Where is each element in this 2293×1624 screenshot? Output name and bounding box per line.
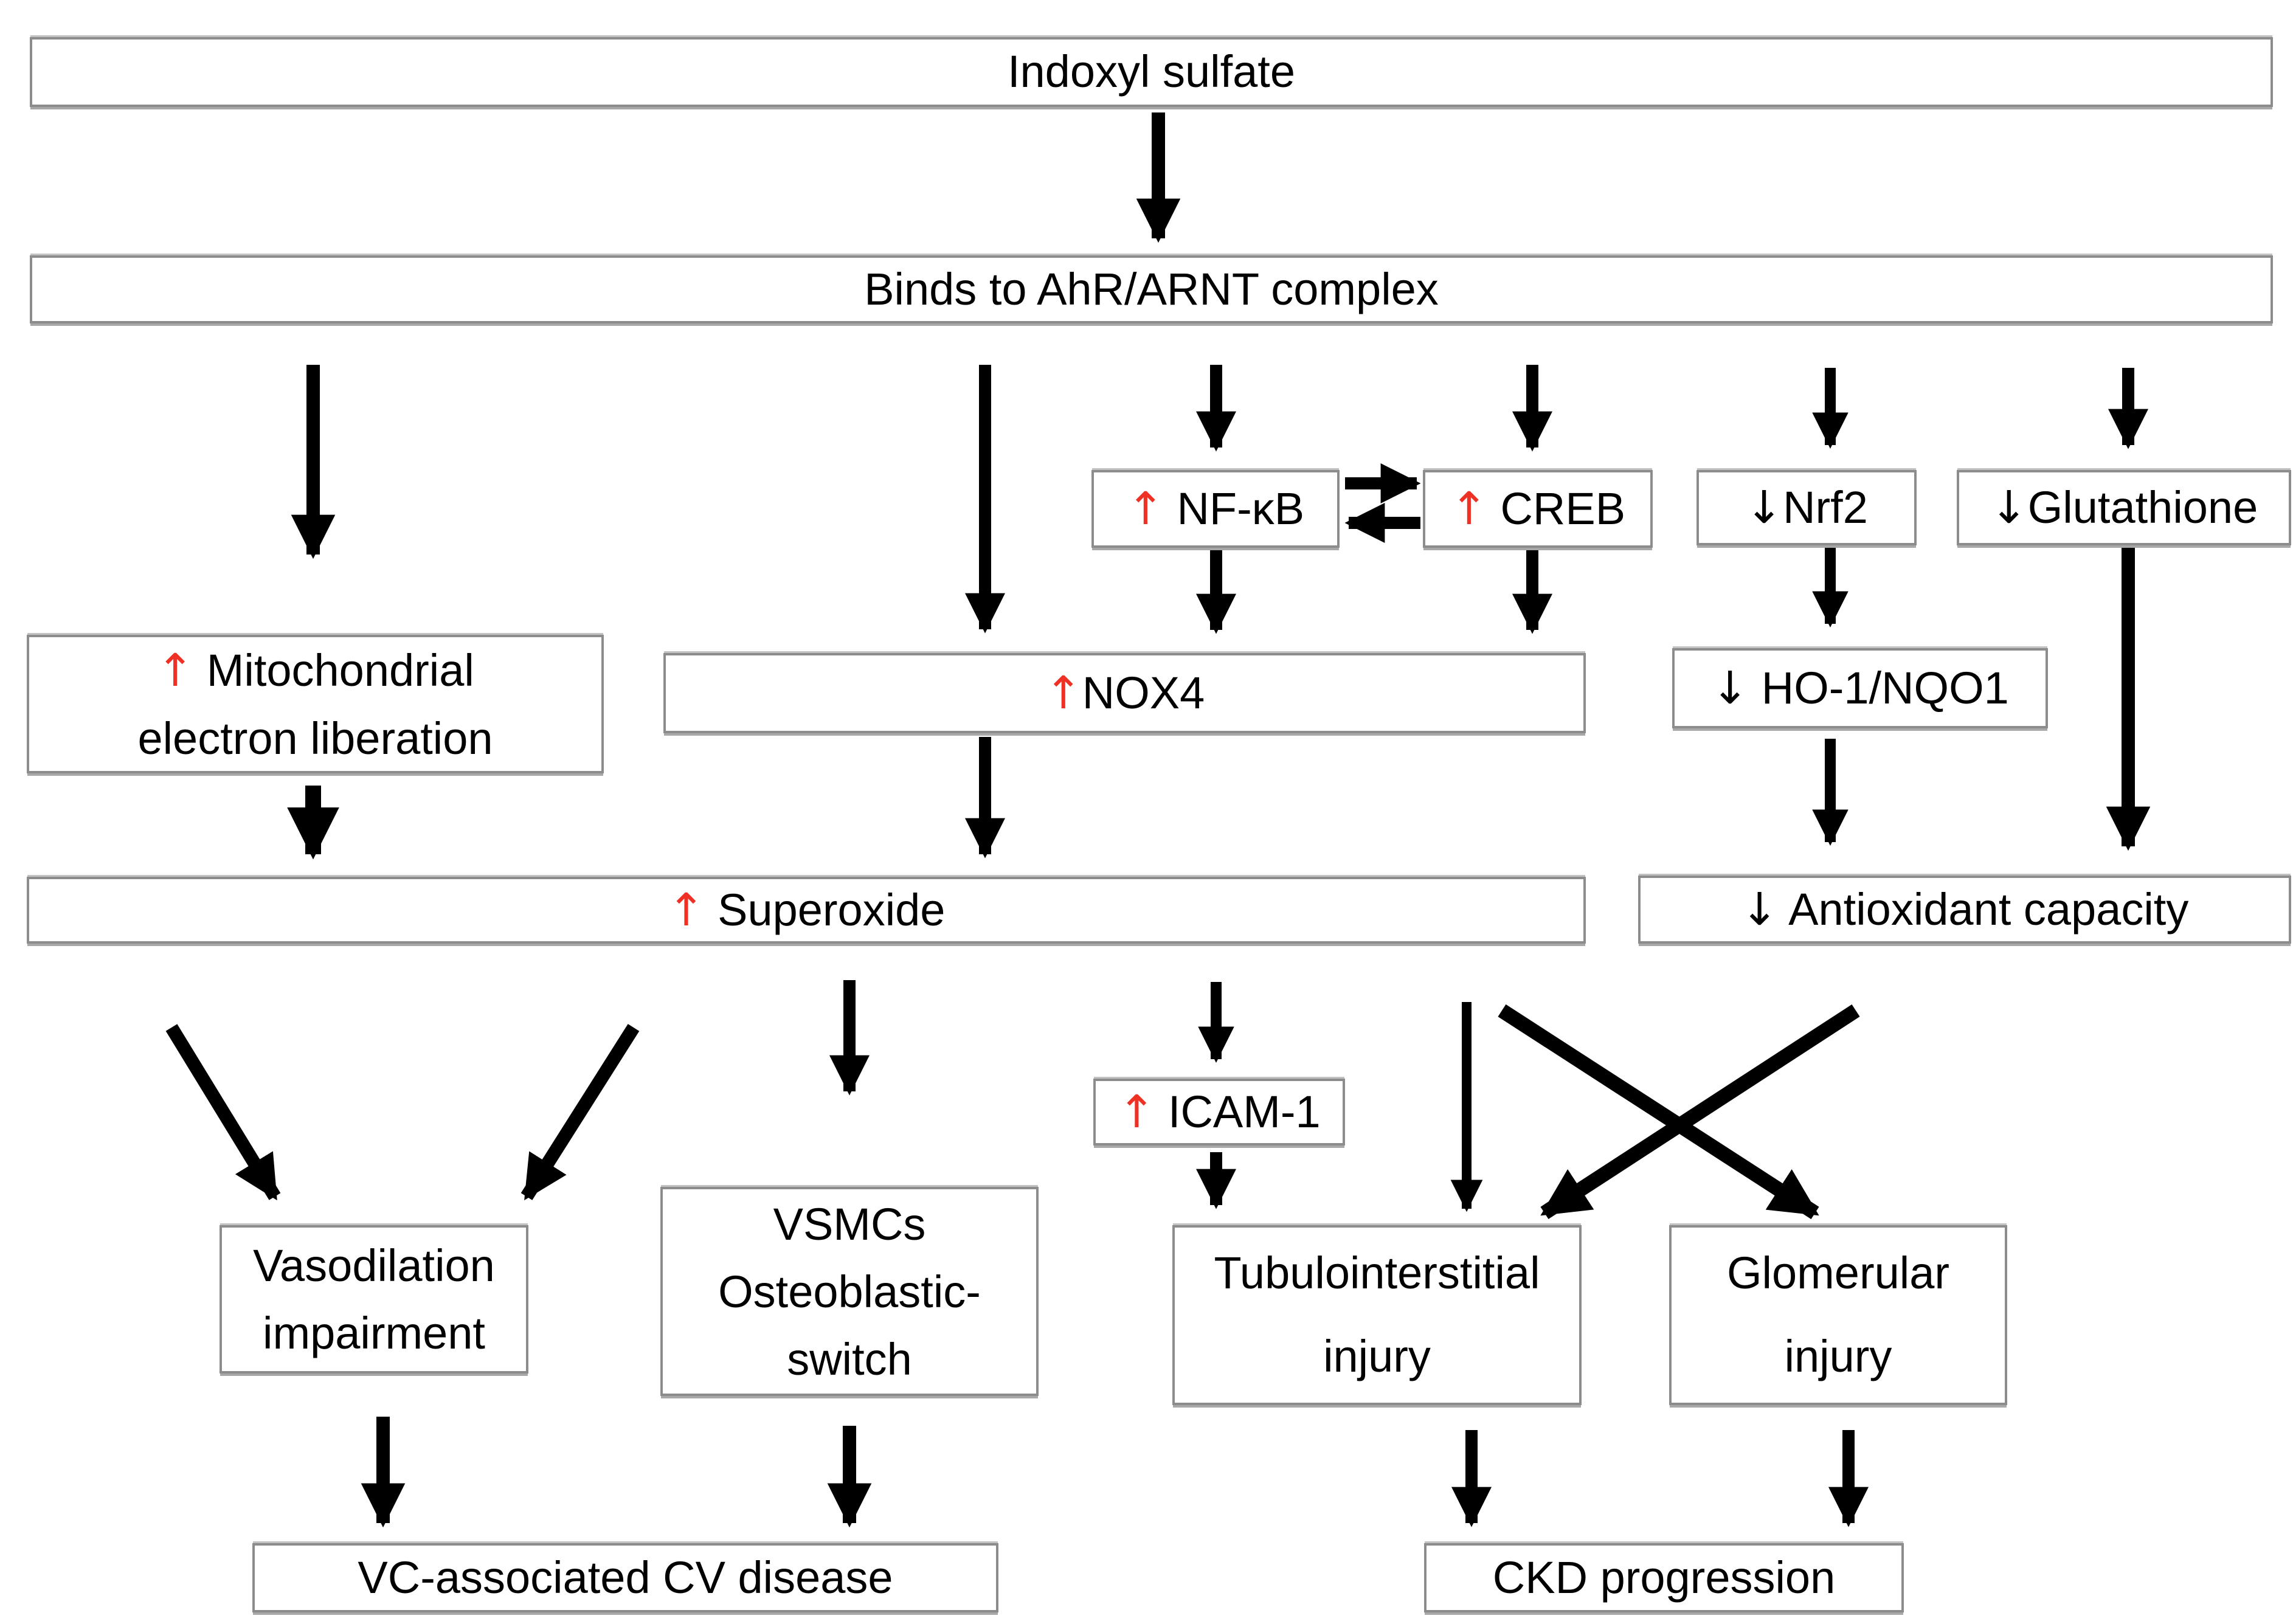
- node-tubulointerstitial-injury-label: injury: [1323, 1315, 1431, 1398]
- label-text: Vasodilation: [253, 1240, 495, 1291]
- up-arrow-icon: ↑: [1126, 482, 1164, 535]
- node-glomerular-injury-label: injury: [1785, 1315, 1892, 1398]
- node-glomerular-injury: Glomerular injury: [1669, 1225, 2007, 1405]
- node-nrf2: ↓Nrf2: [1696, 470, 1917, 545]
- node-vasodilation-impairment-label: Vasodilation: [253, 1232, 495, 1299]
- node-vasodilation-impairment-label: impairment: [263, 1299, 485, 1367]
- node-nrf2-label: ↓Nrf2: [1745, 480, 1868, 536]
- node-ckd-progression: CKD progression: [1424, 1543, 1904, 1612]
- node-antioxidant-capacity-label: ↓ Antioxidant capacity: [1741, 882, 2189, 938]
- up-arrow-icon: ↑: [667, 883, 705, 936]
- up-arrow-icon: ↑: [1450, 482, 1488, 535]
- node-vsmcs-osteoblastic-switch-label: Osteoblastic-: [718, 1258, 981, 1325]
- arrow-superoxide-to-glomerular: [1498, 1004, 1819, 1220]
- node-nox4-label: ↑NOX4: [1045, 665, 1205, 722]
- node-binds-ahr-arnt: Binds to AhR/ARNT complex: [30, 255, 2273, 323]
- node-vc-associated-cv-disease-label: VC-associated CV disease: [358, 1550, 893, 1606]
- node-mitochondrial-electron-liberation: ↑ Mitochondrial electron liberation: [27, 635, 604, 773]
- label-text: ICAM-1: [1155, 1086, 1321, 1137]
- down-arrow-icon: ↓: [1711, 662, 1749, 714]
- down-arrow-icon: ↓: [1740, 883, 1779, 936]
- arrow-superoxide-to-vasodilation-right: [521, 1024, 640, 1201]
- node-creb: ↑ CREB: [1423, 470, 1653, 548]
- arrow-antioxidant-to-tubulointerstitial: [1540, 1004, 1860, 1220]
- node-antioxidant-capacity: ↓ Antioxidant capacity: [1638, 876, 2291, 944]
- node-glomerular-injury-label: Glomerular: [1727, 1232, 1949, 1315]
- node-vsmcs-osteoblastic-switch-label: VSMCs: [773, 1190, 926, 1258]
- label-text: Indoxyl sulfate: [1007, 46, 1296, 97]
- node-icam-1-label: ↑ ICAM-1: [1118, 1084, 1320, 1141]
- node-superoxide-label: ↑ Superoxide: [668, 882, 946, 939]
- label-text: HO-1/NQO1: [1749, 662, 2009, 713]
- up-arrow-icon: ↑: [1044, 666, 1082, 719]
- node-vc-associated-cv-disease: VC-associated CV disease: [252, 1543, 998, 1612]
- node-indoxyl-sulfate-label: Indoxyl sulfate: [1008, 44, 1295, 100]
- node-glutathione-label: ↓Glutathione: [1990, 480, 2258, 536]
- label-text: Antioxidant capacity: [1778, 883, 2189, 935]
- down-arrow-icon: ↓: [1745, 481, 1783, 534]
- label-text: injury: [1784, 1331, 1892, 1381]
- label-text: VC-associated CV disease: [358, 1552, 893, 1603]
- label-text: VSMCs: [773, 1198, 926, 1249]
- node-ho1-nqo1-label: ↓ HO-1/NQO1: [1711, 660, 2009, 717]
- label-text: CREB: [1487, 483, 1626, 534]
- node-ho1-nqo1: ↓ HO-1/NQO1: [1672, 648, 2048, 728]
- label-text: Nrf2: [1783, 482, 1868, 533]
- label-text: NF-κB: [1164, 483, 1305, 534]
- label-text: Binds to AhR/ARNT complex: [864, 263, 1439, 314]
- label-text: Glutathione: [2027, 482, 2258, 533]
- node-tubulointerstitial-injury: Tubulointerstitial injury: [1172, 1225, 1582, 1405]
- label-text: electron liberation: [137, 713, 493, 764]
- node-glutathione: ↓Glutathione: [1957, 470, 2291, 545]
- node-mitochondrial-electron-liberation-label: ↑ Mitochondrial: [156, 637, 474, 705]
- label-text: Superoxide: [705, 884, 946, 935]
- node-vasodilation-impairment: Vasodilation impairment: [220, 1225, 528, 1373]
- down-arrow-icon: ↓: [1990, 481, 2028, 534]
- node-creb-label: ↑ CREB: [1450, 481, 1625, 537]
- label-text: switch: [787, 1333, 912, 1384]
- label-text: Glomerular: [1727, 1248, 1949, 1299]
- node-mitochondrial-electron-liberation-label: electron liberation: [137, 705, 493, 772]
- node-nf-kb: ↑ NF-κB: [1091, 470, 1340, 548]
- node-tubulointerstitial-injury-label: Tubulointerstitial: [1214, 1232, 1540, 1315]
- node-indoxyl-sulfate: Indoxyl sulfate: [30, 37, 2273, 107]
- node-nox4: ↑NOX4: [663, 653, 1586, 733]
- node-vsmcs-osteoblastic-switch-label: switch: [787, 1325, 912, 1393]
- up-arrow-icon: ↑: [1118, 1085, 1156, 1138]
- node-binds-ahr-arnt-label: Binds to AhR/ARNT complex: [864, 261, 1439, 318]
- node-icam-1: ↑ ICAM-1: [1093, 1079, 1345, 1145]
- node-superoxide: ↑ Superoxide: [27, 877, 1586, 944]
- arrow-superoxide-to-vasodilation-left: [165, 1024, 281, 1201]
- label-text: Tubulointerstitial: [1214, 1248, 1540, 1299]
- label-text: impairment: [263, 1308, 485, 1358]
- up-arrow-icon: ↑: [156, 644, 195, 697]
- node-nf-kb-label: ↑ NF-κB: [1127, 481, 1304, 537]
- label-text: Osteoblastic-: [718, 1266, 981, 1317]
- node-ckd-progression-label: CKD progression: [1493, 1550, 1835, 1606]
- label-text: Mitochondrial: [194, 644, 474, 696]
- label-text: injury: [1323, 1331, 1431, 1381]
- label-text: CKD progression: [1492, 1552, 1836, 1603]
- label-text: NOX4: [1082, 667, 1205, 718]
